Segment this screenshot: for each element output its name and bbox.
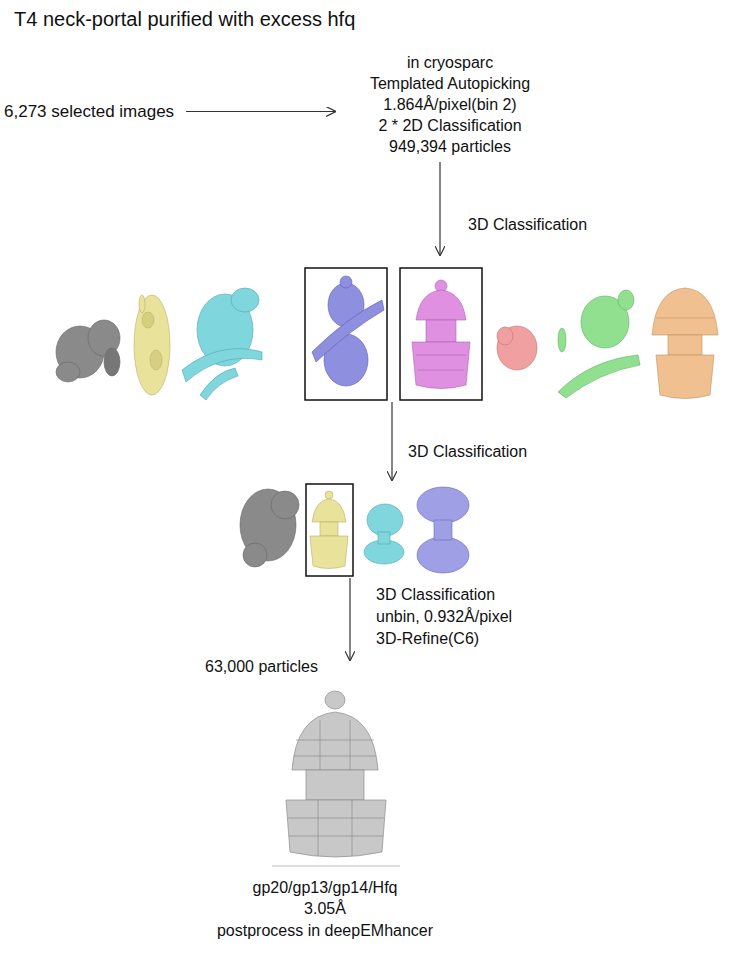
density-map-grey [240,489,299,567]
density-map-blue [312,276,384,386]
density-map-grey [56,320,120,382]
annotation-label: 3D Classification [408,441,527,462]
node-text: in cryosparc [335,52,565,73]
node-text: 6,273 selected images [4,101,174,122]
annotation-label: postprocess in deepEMhancer [175,920,475,941]
annotation-label: unbin, 0.932Å/pixel [376,606,512,627]
annotation-label: 3D-Refine(C6) [376,628,479,649]
selection-frame [305,268,387,400]
text-node: 6,273 selected images [4,101,174,122]
title: T4 neck-portal purified with excess hfq [14,8,355,31]
selection-frame [306,484,353,576]
node-text: 1.864Å/pixel(bin 2) [335,94,565,115]
selection-frame [400,268,482,400]
annotation-label: 63,000 particles [205,656,318,677]
annotation-label: gp20/gp13/gp14/Hfq [175,877,475,898]
density-map-tan [652,288,718,399]
node-text: Templated Autopicking [335,73,565,94]
density-map-yellow [310,491,348,569]
density-map-green [558,290,640,398]
flow-arrow [391,402,392,480]
annotation-label: 3D Classification [376,584,495,605]
density-map-cyan [364,504,404,564]
density-map-salmon [497,326,537,370]
density-map-pink [412,280,470,389]
annotation-label: 3.05Å [175,898,475,919]
flow-arrow [349,578,350,660]
flow-arrow [439,162,440,255]
node-text: 949,394 particles [335,136,565,157]
node-text: 2 * 2D Classification [335,115,565,136]
flow-arrow [186,111,335,112]
text-node: in cryosparcTemplated Autopicking1.864Å/… [335,52,565,157]
annotation-label: 3D Classification [468,214,587,235]
baseline-rule [272,866,400,867]
density-map-cyan [182,288,262,400]
density-map-final [286,691,386,857]
density-map-yellow [134,295,170,395]
density-map-purple [417,487,469,573]
